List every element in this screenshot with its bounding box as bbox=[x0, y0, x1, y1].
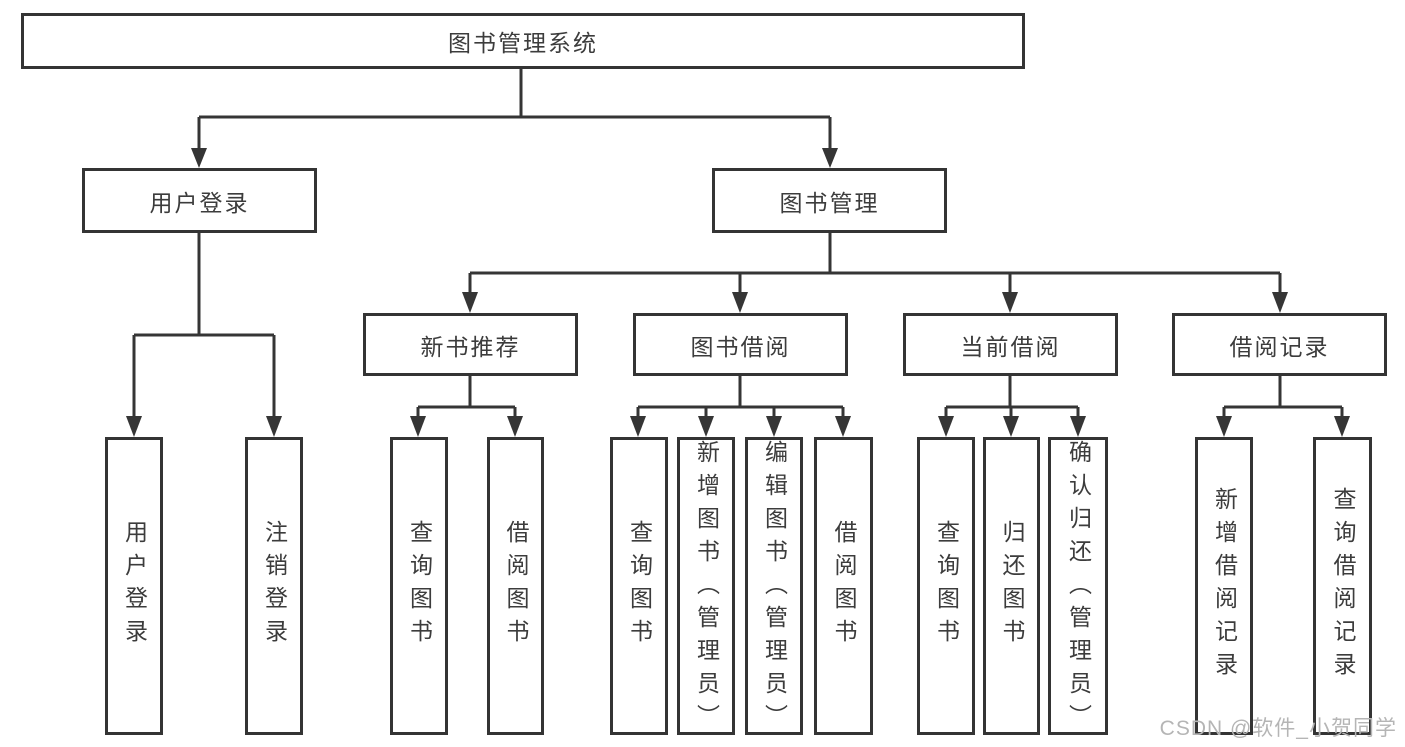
arrow-down-icon bbox=[1003, 416, 1019, 437]
arrow-down-icon bbox=[410, 416, 426, 437]
node-label: 新书推荐 bbox=[420, 333, 521, 360]
node-label: 归还图书 bbox=[999, 520, 1025, 652]
node-borrow-records: 借阅记录 bbox=[1172, 313, 1387, 376]
leaf-edit-books-admin: 编辑图书（管理员） bbox=[745, 437, 803, 737]
node-label: 查询借阅记录 bbox=[1330, 487, 1356, 685]
arrow-down-icon bbox=[462, 292, 478, 313]
arrow-down-icon bbox=[766, 416, 782, 437]
node-label: 借阅图书 bbox=[831, 520, 857, 652]
node-label: 确认归还（管理员） bbox=[1065, 440, 1092, 737]
arrow-down-icon bbox=[191, 148, 207, 168]
node-current-borrowing: 当前借阅 bbox=[903, 313, 1118, 376]
node-label: 查询图书 bbox=[626, 520, 653, 652]
leaf-query-books-borrowing: 查询图书 bbox=[610, 437, 668, 735]
leaf-borrow-books-recommend: 借阅图书 bbox=[487, 437, 544, 735]
node-label: 编辑图书（管理员） bbox=[761, 440, 788, 737]
leaf-query-borrow-record: 查询借阅记录 bbox=[1313, 437, 1372, 735]
leaf-return-books: 归还图书 bbox=[983, 437, 1040, 735]
arrow-down-icon bbox=[835, 416, 851, 437]
node-label: 用户登录 bbox=[149, 189, 250, 216]
leaf-add-books-admin: 新增图书（管理员） bbox=[677, 437, 735, 737]
arrow-down-icon bbox=[1334, 416, 1350, 437]
leaf-add-borrow-record: 新增借阅记录 bbox=[1195, 437, 1253, 735]
tree-edges bbox=[132, 69, 1344, 419]
leaf-confirm-return-admin: 确认归还（管理员） bbox=[1048, 437, 1108, 737]
arrow-down-icon bbox=[938, 416, 954, 437]
node-label: 新增借阅记录 bbox=[1211, 487, 1238, 685]
arrow-down-icon bbox=[126, 416, 142, 437]
node-new-book-recommend: 新书推荐 bbox=[363, 313, 578, 376]
arrow-down-icon bbox=[1216, 416, 1232, 437]
node-label: 借阅记录 bbox=[1229, 333, 1330, 360]
node-library-management-system: 图书管理系统 bbox=[21, 13, 1025, 69]
node-book-management: 图书管理 bbox=[712, 168, 947, 233]
node-label: 图书借阅 bbox=[690, 333, 791, 360]
arrow-down-icon bbox=[822, 148, 838, 168]
node-label: 新增图书（管理员） bbox=[693, 440, 720, 737]
node-label: 查询图书 bbox=[406, 520, 433, 652]
arrow-down-icon bbox=[1070, 416, 1086, 437]
node-label: 用户登录 bbox=[121, 520, 148, 652]
node-user-login: 用户登录 bbox=[82, 168, 317, 233]
node-label: 借阅图书 bbox=[503, 520, 529, 652]
arrow-down-icon bbox=[266, 416, 282, 437]
node-label: 图书管理 bbox=[779, 189, 880, 216]
leaf-logout: 注销登录 bbox=[245, 437, 303, 735]
node-label: 查询图书 bbox=[933, 520, 960, 652]
leaf-query-books-current: 查询图书 bbox=[917, 437, 975, 735]
arrow-down-icon bbox=[630, 416, 646, 437]
leaf-borrow-books: 借阅图书 bbox=[814, 437, 873, 735]
leaf-query-books-recommend: 查询图书 bbox=[390, 437, 448, 735]
node-label: 注销登录 bbox=[261, 520, 288, 652]
arrowhead-icons bbox=[126, 148, 1350, 437]
arrow-down-icon bbox=[1002, 292, 1018, 313]
node-label: 当前借阅 bbox=[960, 333, 1061, 360]
arrow-down-icon bbox=[1272, 292, 1288, 313]
leaf-user-login: 用户登录 bbox=[105, 437, 163, 735]
arrow-down-icon bbox=[507, 416, 523, 437]
node-label: 图书管理系统 bbox=[448, 30, 598, 56]
node-book-borrowing: 图书借阅 bbox=[633, 313, 848, 376]
arrow-down-icon bbox=[732, 292, 748, 313]
arrow-down-icon bbox=[698, 416, 714, 437]
